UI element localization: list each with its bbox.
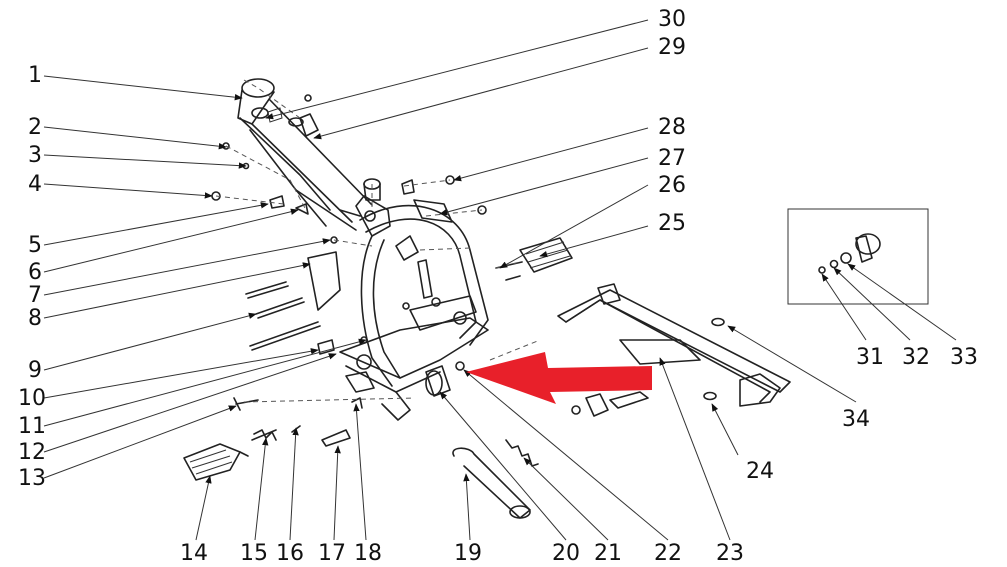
callout-17: 17 [318, 541, 346, 566]
callout-3: 3 [28, 143, 42, 168]
callout-16: 16 [276, 541, 304, 566]
callout-22: 22 [654, 541, 682, 566]
callout-28: 28 [658, 115, 686, 140]
callout-12: 12 [18, 440, 46, 465]
callout-20: 20 [552, 541, 580, 566]
footpeg-right [495, 237, 573, 281]
callout-14: 14 [180, 541, 208, 566]
callout-2: 2 [28, 115, 42, 140]
callout-11: 11 [18, 414, 46, 439]
callout-13: 13 [18, 466, 46, 491]
callout-33: 33 [950, 345, 978, 370]
callout-10: 10 [18, 386, 46, 411]
main-frame [237, 78, 489, 421]
callout-labels: 1 2 3 4 5 6 7 8 9 10 11 12 13 14 15 16 1… [18, 7, 978, 566]
inset-box [787, 208, 929, 305]
footpeg-left [183, 443, 249, 481]
leader-lines [43, 19, 957, 541]
highlight-arrow [466, 352, 652, 404]
callout-29: 29 [658, 35, 686, 60]
washer-24 [703, 391, 717, 401]
callout-24: 24 [746, 459, 774, 484]
callout-26: 26 [658, 173, 686, 198]
callout-19: 19 [454, 541, 482, 566]
callout-15: 15 [240, 541, 268, 566]
callout-4: 4 [28, 172, 42, 197]
callout-27: 27 [658, 146, 686, 171]
callout-9: 9 [28, 358, 42, 383]
callout-30: 30 [658, 7, 686, 32]
swingarm [557, 283, 791, 417]
callout-1: 1 [28, 63, 42, 88]
callout-18: 18 [354, 541, 382, 566]
callout-25: 25 [658, 211, 686, 236]
callout-32: 32 [902, 345, 930, 370]
callout-6: 6 [28, 260, 42, 285]
callout-5: 5 [28, 233, 42, 258]
callout-34: 34 [842, 407, 870, 432]
hardware-parts [211, 94, 487, 447]
assembly-lines [215, 79, 541, 403]
callout-31: 31 [856, 345, 884, 370]
kickstand [452, 439, 539, 519]
washer-34 [711, 317, 725, 327]
callout-7: 7 [28, 283, 42, 308]
callout-21: 21 [594, 541, 622, 566]
callout-23: 23 [716, 541, 744, 566]
callout-8: 8 [28, 306, 42, 331]
